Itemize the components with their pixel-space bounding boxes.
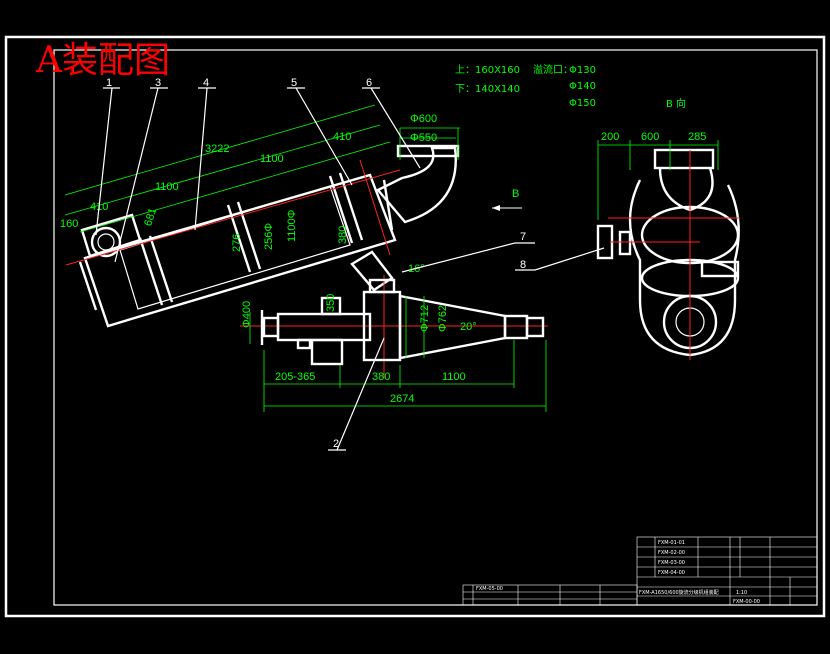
tb-drawing-number: FXM-00-00: [733, 599, 760, 605]
dimension-lines: [64, 104, 719, 412]
direction-arrow: [492, 205, 522, 211]
callout-leaders: [95, 87, 605, 451]
dim-205-365: 205-365: [275, 371, 315, 383]
dim-phi550: Φ550: [410, 132, 437, 144]
dim-600: 600: [641, 131, 659, 143]
dim-phi600: Φ600: [410, 113, 437, 125]
main-centerline: [65, 169, 401, 266]
callout-2: 2: [333, 438, 339, 450]
lower-separator-body: [260, 278, 545, 366]
tb-row-4: FXM-04-00: [658, 570, 685, 576]
tb-row-2: FXM-02-00: [658, 550, 685, 556]
tb-row-5: FXM-05-00: [476, 586, 503, 592]
dim-phi400: Φ400: [241, 301, 253, 328]
callout-8: 8: [520, 259, 526, 271]
tb-scale: 1:10: [736, 590, 747, 596]
b-view: [596, 148, 740, 357]
drawing-title: A装配图: [35, 40, 170, 81]
dim-350: 350: [325, 294, 337, 312]
spec-overflow-1: Φ130: [569, 65, 596, 76]
dim-200: 200: [601, 131, 619, 143]
dim-phi762: Φ762: [437, 305, 449, 332]
dim-285: 285: [688, 131, 706, 143]
spec-upper: 上：160X160: [455, 64, 520, 76]
inlet-centerline: [359, 159, 391, 256]
dim-681: 681: [142, 207, 159, 228]
spec-overflow-2: Φ140: [569, 81, 596, 92]
dim-1100-bottom: 1100: [442, 371, 466, 383]
callout-5: 5: [291, 77, 297, 89]
dim-3222: 3222: [205, 143, 229, 155]
dim-2674: 2674: [390, 393, 414, 405]
dim-380: 380: [372, 371, 390, 383]
title-block: [462, 536, 818, 606]
view-b-label: B 向: [666, 97, 686, 110]
callout-1: 1: [106, 77, 112, 89]
outer-frame: [4, 35, 826, 618]
callout-4: 4: [203, 77, 209, 89]
spec-lower: 下：140X140: [455, 84, 520, 95]
dim-20deg: 20°: [460, 321, 477, 333]
tb-row-3: FXM-03-00: [658, 560, 685, 566]
dim-256: 256Φ: [263, 223, 275, 250]
spec-overflow-label: 溢流口：: [533, 63, 573, 76]
dim-410-right: 410: [333, 131, 351, 143]
dim-380-vert: 380: [337, 226, 349, 244]
dim-16deg: 16°: [408, 263, 425, 275]
dim-phi712: Φ712: [419, 305, 431, 332]
callout-7: 7: [520, 231, 526, 243]
callout-6: 6: [366, 77, 372, 89]
dim-276: 276: [231, 234, 243, 252]
dim-1100-left: 1100: [155, 181, 179, 193]
dim-1100-dia: 1100Φ: [286, 209, 298, 242]
main-separator-body: [78, 144, 460, 328]
dim-1100-mid: 1100: [260, 153, 284, 165]
tb-drawing-name: FXM-A1650/600旋流分级机组装配: [639, 589, 719, 596]
inner-frame: [53, 49, 818, 606]
callout-3: 3: [155, 77, 161, 89]
direction-label: B: [512, 188, 519, 200]
spec-overflow-3: Φ150: [569, 98, 596, 109]
tb-row-1: FXM-01-01: [658, 540, 685, 546]
dim-160: 160: [60, 218, 78, 230]
